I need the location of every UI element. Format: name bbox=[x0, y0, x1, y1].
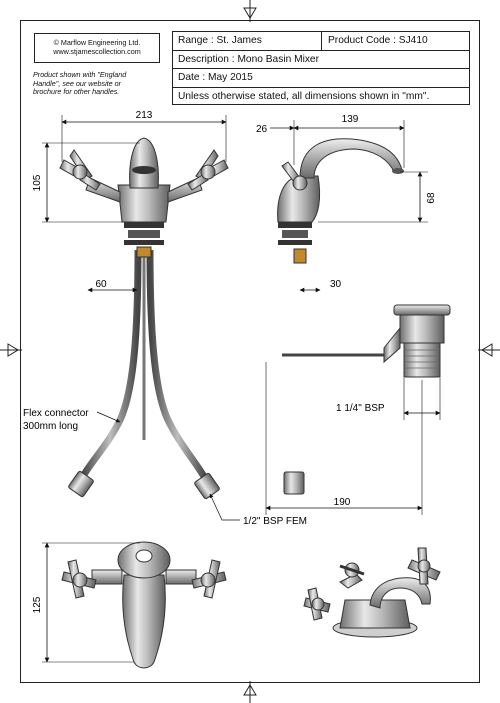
product-code-label: Product Code : SJ410 bbox=[321, 32, 428, 51]
title-block: Range : St. James Product Code : SJ410 D… bbox=[172, 31, 470, 105]
dim-spout-height: 68 bbox=[426, 192, 437, 204]
units-note: Unless otherwise stated, all dimensions … bbox=[178, 90, 430, 102]
side-body bbox=[277, 175, 321, 223]
product-note: Product shown with "England Handle", see… bbox=[33, 70, 171, 97]
right-hose-nut bbox=[194, 472, 220, 500]
flex-callout-line-1: Flex connector bbox=[23, 408, 89, 419]
tail-fitting bbox=[136, 246, 152, 258]
description-label: Description : Mono Basin Mixer bbox=[173, 51, 469, 69]
date-label: Date : May 2015 bbox=[173, 69, 469, 88]
side-hose-nut bbox=[283, 471, 305, 495]
product-note-line-1: Product shown with "England bbox=[33, 70, 127, 79]
dim-spout-reach: 139 bbox=[342, 114, 359, 125]
iso-left-handle bbox=[303, 587, 331, 621]
side-elevation-view: 26 139 68 30 1 1/4" BSP 190 bbox=[256, 114, 451, 515]
right-cross-handle bbox=[187, 149, 229, 191]
dim-waste-thread: 1 1/4" BSP bbox=[336, 403, 385, 414]
dim-spout-offset: 26 bbox=[256, 124, 268, 135]
dim-tail-left: 60 bbox=[95, 279, 107, 290]
product-note-line-2: Handle", see our website or bbox=[33, 78, 122, 88]
left-hose-nut bbox=[68, 470, 94, 498]
copyright-box: © Marflow Engineering Ltd. www.stjamesco… bbox=[34, 33, 160, 63]
product-note-line-3: brochure for other handles. bbox=[33, 87, 120, 97]
left-flex-hose bbox=[78, 249, 142, 480]
dim-tail-right: 30 bbox=[330, 279, 342, 290]
left-cross-handle bbox=[59, 149, 101, 191]
mixer-body bbox=[117, 184, 171, 223]
plan-spout bbox=[122, 574, 166, 669]
fixing-washer bbox=[124, 222, 164, 228]
title-row-range: Range : St. James Product Code : SJ410 bbox=[173, 32, 469, 51]
fem-thread-callout: 1/2" BSP FEM bbox=[243, 516, 307, 527]
plan-left-handle bbox=[61, 559, 97, 599]
iso-right-handle bbox=[407, 547, 441, 585]
dim-width-front: 213 bbox=[136, 110, 153, 121]
waste-assembly bbox=[383, 304, 451, 378]
right-flex-hose bbox=[146, 249, 210, 482]
dim-height-front: 105 bbox=[32, 174, 43, 191]
front-elevation-view: 213 105 60 Flex connector 300mm long 1/2… bbox=[23, 110, 307, 527]
mixer-spout-front bbox=[129, 137, 159, 189]
isometric-view bbox=[303, 547, 441, 638]
dim-waste-reach: 190 bbox=[334, 497, 351, 508]
copyright-line-2: www.stjamescollection.com bbox=[53, 47, 141, 56]
plan-view: 125 bbox=[32, 541, 227, 669]
side-spout bbox=[299, 138, 403, 179]
dim-plan-depth: 125 bbox=[32, 596, 43, 613]
flex-callout-line-2: 300mm long bbox=[23, 421, 78, 432]
plan-right-handle bbox=[191, 559, 227, 599]
copyright-line-1: © Marflow Engineering Ltd. bbox=[53, 38, 141, 47]
range-label: Range : St. James bbox=[178, 35, 262, 46]
